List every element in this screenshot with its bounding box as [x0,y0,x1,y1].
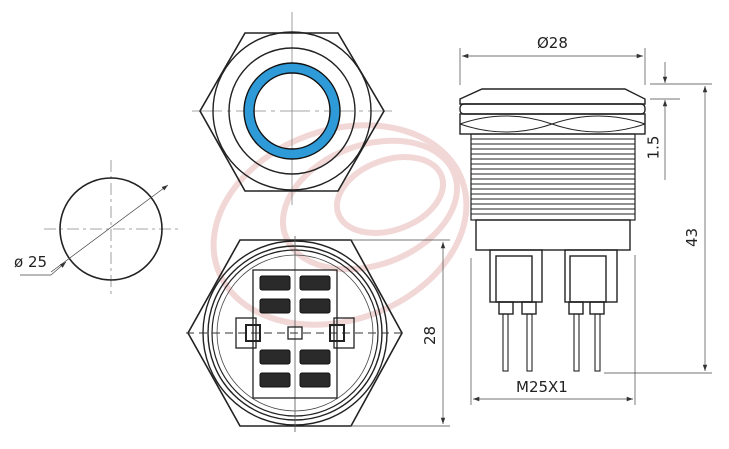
terminal-block [235,269,355,399]
rear-height-label: 28 [421,325,440,346]
side-view [459,88,646,372]
panel-cutout-view [20,160,180,296]
cutout-diameter-label: ø 25 [14,253,48,271]
led-ring-icon [244,63,340,159]
overall-length-label: 43 [683,227,702,248]
watermark-logo [210,122,470,328]
rear-view [186,236,450,432]
head-diameter-label: Ø28 [537,34,568,52]
side-dimensions [459,48,712,405]
head-thickness-label: 1.5 [644,135,663,160]
front-view [192,12,392,205]
thread-lines [471,138,635,215]
terminal-pins [259,275,331,388]
thread-label: M25X1 [516,378,568,396]
